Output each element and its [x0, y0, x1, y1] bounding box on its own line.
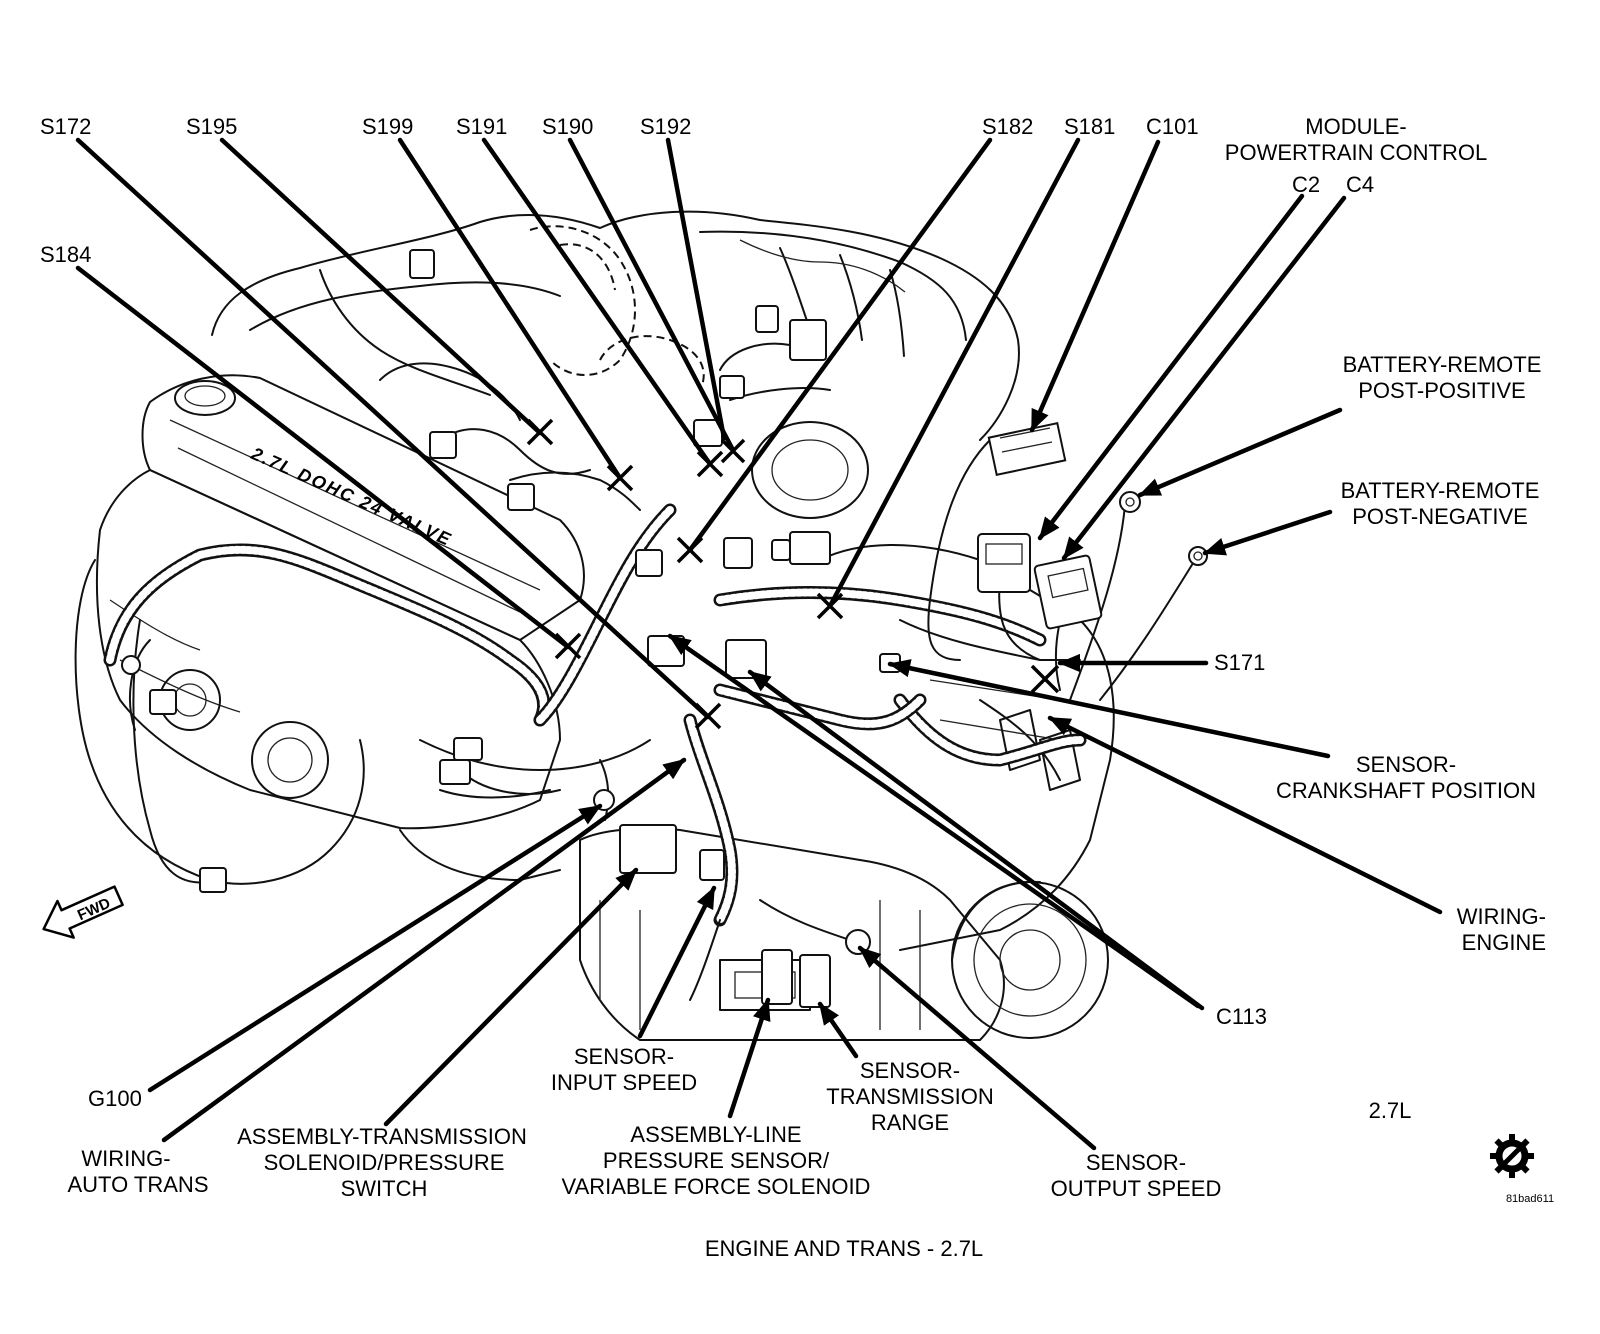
leader-s199: [397, 137, 623, 481]
leader-s190: [567, 137, 736, 453]
label-s181: S181: [1064, 114, 1115, 139]
diagram-caption: ENGINE AND TRANS - 2.7L: [705, 1236, 983, 1261]
label-trans-range-line1: SENSOR-: [860, 1058, 960, 1083]
leader-input-speed: [637, 885, 717, 1039]
leader-s182: [687, 137, 993, 553]
leader-trans-range: [817, 1001, 859, 1059]
callout-labels: S172 S195 S199 S191 S190 S192 S182 S181 …: [40, 114, 1554, 1261]
label-solenoid-line3: SWITCH: [341, 1176, 428, 1201]
label-trans-range-line3: RANGE: [871, 1110, 949, 1135]
engine-artwork: 2.7L DOHC 24 VALVE: [74, 210, 1208, 1041]
label-c4: C4: [1346, 172, 1374, 197]
label-trans-range-line2: TRANSMISSION: [826, 1084, 993, 1109]
leader-s195: [219, 137, 543, 436]
leader-batt-pos: [1137, 407, 1343, 498]
label-batt-pos-line2: POST-POSITIVE: [1358, 378, 1525, 403]
label-solenoid-line1: ASSEMBLY-TRANSMISSION: [237, 1124, 527, 1149]
fwd-arrow-icon: FWD: [42, 885, 124, 939]
leader-s172: [75, 137, 711, 720]
leader-ckp: [887, 659, 1331, 759]
leader-lines: [75, 137, 1443, 1151]
label-input-speed-line2: INPUT SPEED: [551, 1070, 697, 1095]
label-batt-pos-line1: BATTERY-REMOTE: [1343, 352, 1542, 377]
leader-batt-neg: [1202, 509, 1333, 556]
leader-c4: [1061, 195, 1347, 561]
label-g100: G100: [88, 1086, 142, 1111]
label-input-speed-line1: SENSOR-: [574, 1044, 674, 1069]
leader-c101: [1029, 139, 1161, 433]
leader-line-pressure: [727, 997, 771, 1119]
label-s199: S199: [362, 114, 413, 139]
label-s182: S182: [982, 114, 1033, 139]
label-s191: S191: [456, 114, 507, 139]
label-s171: S171: [1214, 650, 1265, 675]
label-s192: S192: [640, 114, 691, 139]
leader-g100: [147, 803, 603, 1093]
label-line-pressure-line1: ASSEMBLY-LINE: [630, 1122, 801, 1147]
label-wiring-engine-line1: WIRING-: [1457, 904, 1546, 929]
leader-c113-a: [747, 669, 1205, 1011]
label-batt-neg-line2: POST-NEGATIVE: [1352, 504, 1528, 529]
leader-wiring-trans: [161, 757, 687, 1143]
leader-wiring-engine: [1047, 715, 1443, 915]
fwd-arrow-text: FWD: [75, 895, 113, 924]
leader-c113-b: [667, 633, 1201, 1009]
label-s184: S184: [40, 242, 91, 267]
figure-code: 81bad611: [1506, 1193, 1554, 1205]
label-s190: S190: [542, 114, 593, 139]
label-solenoid-line2: SOLENOID/PRESSURE: [264, 1150, 505, 1175]
leader-s181: [827, 137, 1081, 609]
label-pcm-line1: MODULE-: [1305, 114, 1406, 139]
label-c113: C113: [1216, 1004, 1267, 1029]
label-ckp-line1: SENSOR-: [1356, 752, 1456, 777]
label-line-pressure-line3: VARIABLE FORCE SOLENOID: [562, 1174, 871, 1199]
leader-s191: [481, 137, 713, 467]
label-c2: C2: [1292, 172, 1320, 197]
label-output-speed-line2: OUTPUT SPEED: [1051, 1176, 1222, 1201]
label-wiring-engine-line2: ENGINE: [1462, 930, 1546, 955]
leader-output-speed: [857, 945, 1097, 1151]
label-batt-neg-line1: BATTERY-REMOTE: [1341, 478, 1540, 503]
label-ckp-line2: CRANKSHAFT POSITION: [1276, 778, 1536, 803]
leader-s192: [665, 137, 727, 441]
leader-s184: [75, 265, 571, 650]
label-s195: S195: [186, 114, 237, 139]
label-c101: C101: [1146, 114, 1199, 139]
label-output-speed-line1: SENSOR-: [1086, 1150, 1186, 1175]
gear-wrench-icon: [1490, 1134, 1534, 1178]
label-wiring-trans-line2: AUTO TRANS: [68, 1172, 209, 1197]
leader-solenoid: [383, 867, 639, 1127]
label-s172: S172: [40, 114, 91, 139]
leader-c2: [1037, 193, 1305, 541]
label-wiring-trans-line1: WIRING-: [81, 1146, 170, 1171]
engine-badge: 2.7L: [1369, 1098, 1412, 1123]
label-pcm-line2: POWERTRAIN CONTROL: [1225, 140, 1487, 165]
label-line-pressure-line2: PRESSURE SENSOR/: [603, 1148, 830, 1173]
